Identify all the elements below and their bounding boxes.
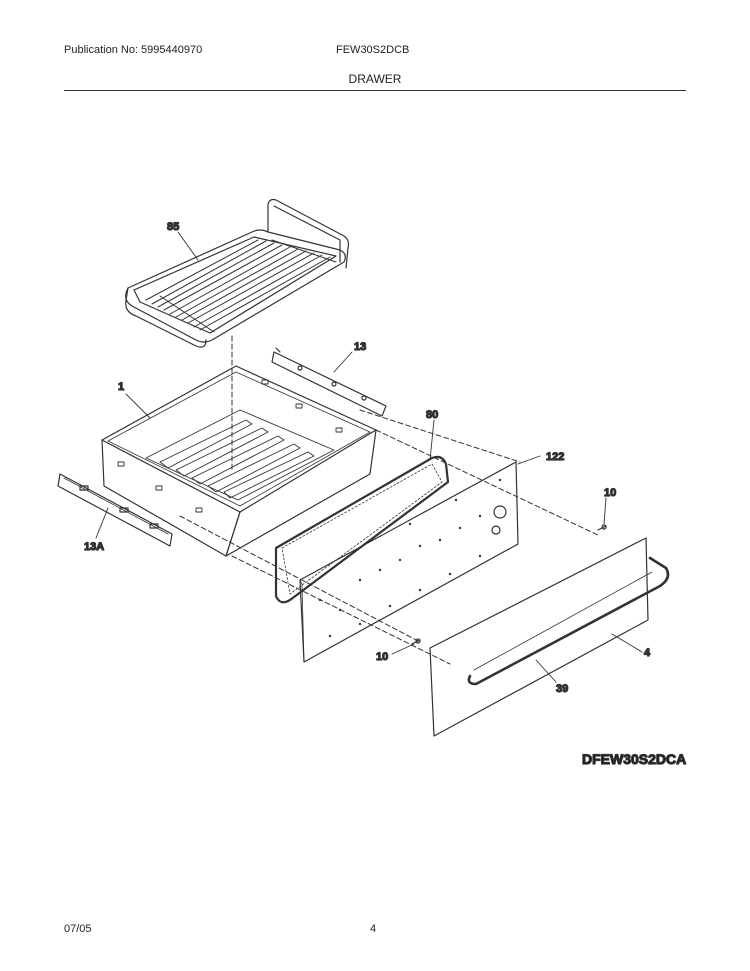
outer-front-panel-part bbox=[429, 537, 649, 737]
header-divider bbox=[64, 90, 686, 91]
model-number: FEW30S2DCB bbox=[336, 44, 410, 56]
left-slide-rail-part bbox=[57, 473, 173, 547]
right-slide-rail-part bbox=[271, 347, 387, 417]
callout-85: 85 bbox=[167, 221, 179, 233]
inner-panel-part bbox=[299, 461, 519, 663]
drawer-tub-part bbox=[101, 365, 377, 557]
callout-1: 1 bbox=[118, 381, 124, 393]
screw-part bbox=[411, 524, 607, 645]
handle-part bbox=[467, 556, 670, 686]
callout-13: 13 bbox=[354, 341, 366, 353]
callout-39: 39 bbox=[556, 683, 568, 695]
section-title: DRAWER bbox=[348, 72, 402, 86]
callout-10-bottom: 10 bbox=[376, 651, 388, 663]
callout-13a: 13A bbox=[84, 541, 104, 553]
callout-4: 4 bbox=[644, 647, 651, 659]
callout-122: 122 bbox=[546, 451, 564, 463]
callout-80: 80 bbox=[426, 409, 438, 421]
figure-id: DFEW30S2DCA bbox=[582, 751, 686, 767]
gasket-part bbox=[274, 455, 450, 604]
rack-part bbox=[125, 198, 350, 348]
footer-date: 07/05 bbox=[64, 923, 92, 935]
callout-10-top: 10 bbox=[604, 487, 616, 499]
page-number: 4 bbox=[370, 923, 377, 935]
publication-number: Publication No: 5995440970 bbox=[64, 44, 203, 56]
